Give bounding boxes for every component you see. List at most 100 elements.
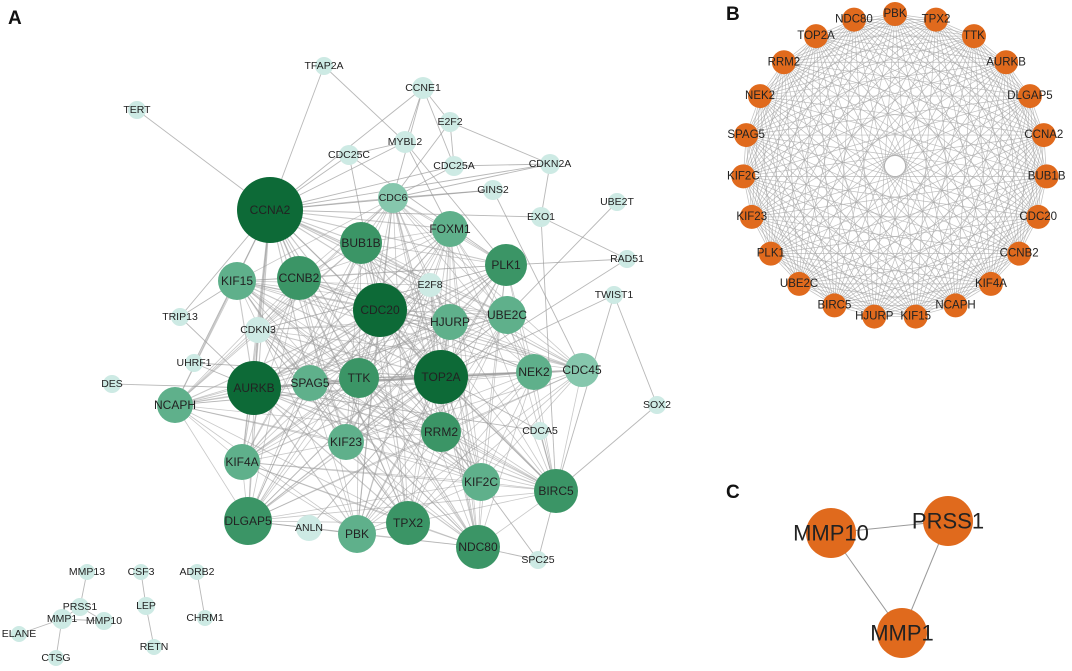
node-b-ttk: TTK	[961, 24, 986, 49]
node-a-ndc80: NDC80	[456, 525, 500, 569]
edge-b-kif23-ndc80	[751, 19, 855, 218]
edge-bub1b-spag5	[309, 242, 362, 384]
edge-b-tpx2-kif4a	[935, 19, 992, 284]
node-a-cdc25c: CDC25C	[328, 145, 370, 165]
edge-cdc6-e2f8	[392, 197, 431, 286]
node-a-dlgap5-circle	[224, 497, 272, 545]
edge-rrm2-ube2c	[440, 314, 508, 433]
edge-b-aurkb-bub1b	[1005, 62, 1047, 177]
node-a-cdc25c-circle	[339, 145, 359, 165]
node-a-cdkn3: CDKN3	[240, 317, 276, 343]
node-a-uhrf1-label: UHRF1	[176, 357, 211, 369]
edge-b-kif4a-ndc80	[853, 19, 992, 285]
node-a-mmp10-circle	[95, 612, 113, 630]
node-a-cdc45: CDC45	[562, 353, 602, 387]
edge-top2a-kif4a	[241, 376, 442, 463]
edge-b-dlgap5-cdc20	[1029, 96, 1039, 217]
edge-bub1b-plk1	[360, 242, 507, 266]
edge-b-tpx2-spag5	[745, 19, 937, 136]
node-a-elane-circle	[11, 626, 27, 642]
edge-b-ccnb2-nek2	[759, 95, 1020, 254]
node-a-cdc25a-label: CDC25A	[433, 160, 474, 172]
edge-cdc20-ncaph	[174, 309, 381, 406]
node-a-elane-label: ELANE	[2, 628, 36, 640]
node-a-kif23-circle	[328, 424, 364, 460]
edge-bub1b-kif23	[345, 242, 362, 443]
node-b-birc5: BIRC5	[818, 293, 852, 318]
node-a-rrm2-label: RRM2	[424, 425, 458, 439]
node-b-top2a: TOP2A	[797, 24, 835, 49]
edge-aurkb-birc5	[253, 387, 557, 492]
node-a-retn-label: RETN	[140, 641, 169, 653]
node-a-trip13-label: TRIP13	[162, 311, 198, 323]
node-a-nek2-circle	[516, 354, 552, 390]
node-a-foxm1-circle	[432, 211, 468, 247]
edge-nek2-kif23	[345, 371, 535, 443]
node-c-prss1-circle	[923, 496, 973, 546]
edge-b-dlgap5-hjurp	[874, 95, 1031, 317]
node-a-ccne1: CCNE1	[405, 77, 441, 99]
node-b-kif4a-circle	[978, 271, 1003, 296]
node-b-pbk-label: PBK	[883, 8, 906, 20]
edge-hjurp-cdc45	[449, 321, 583, 371]
node-a-ttk: TTK	[339, 358, 379, 398]
node-b-nek2: NEK2	[745, 84, 775, 109]
edge-hjurp-kif23	[345, 321, 451, 443]
node-a-birc5: BIRC5	[534, 469, 578, 513]
node-b-ncaph-label: NCAPH	[935, 299, 975, 311]
node-a-exo1-label: EXO1	[527, 211, 555, 223]
edge-bub1b-cdc45	[360, 242, 583, 371]
edge-b-cdc20-birc5	[834, 216, 1039, 306]
node-a-bub1b-circle	[340, 222, 382, 264]
node-b-birc5-circle	[822, 293, 847, 318]
node-a-rad51-label: RAD51	[610, 253, 644, 265]
node-a-ttk-label: TTK	[348, 371, 371, 385]
node-a-ccna2-label: CCNA2	[250, 203, 291, 217]
edge-foxm1-kif4a	[241, 228, 451, 463]
node-a-plk1-label: PLK1	[491, 258, 521, 272]
node-c-mmp10-circle	[806, 508, 856, 558]
node-b-ccna2: CCNA2	[1024, 123, 1063, 148]
node-a-ndc80-label: NDC80	[458, 540, 498, 554]
node-a-adrb2-label: ADRB2	[179, 566, 214, 578]
node-a-ube2t-circle	[608, 193, 626, 211]
edge-b-ccnb2-top2a	[815, 35, 1020, 254]
node-a-anln: ANLN	[295, 515, 323, 541]
node-a-mmp10-label: MMP10	[86, 615, 122, 627]
edge-cdkn2a-cdc6	[392, 163, 551, 199]
edge-b-tpx2-nek2	[759, 19, 937, 97]
edge-b-kif15-ube2c	[798, 283, 916, 317]
edge-kif4a-kif2c	[241, 461, 482, 483]
edge-hjurp-ncaph	[174, 321, 451, 406]
node-a-pbk-circle	[338, 515, 376, 553]
edge-spag5-kif2c	[309, 382, 482, 483]
edge-kif15-ncaph	[174, 280, 238, 406]
edge-b-dlgap5-ncaph	[955, 95, 1031, 306]
node-a-pbk-label: PBK	[345, 527, 369, 541]
node-a-aurkb: AURKB	[227, 361, 281, 415]
node-b-dlgap5-circle	[1017, 84, 1042, 109]
edge-b-cdc20-spag5	[746, 134, 1039, 218]
node-b-dlgap5: DLGAP5	[1007, 84, 1053, 109]
node-b-kif15-label: KIF15	[900, 311, 931, 323]
node-b-ndc80-label: NDC80	[835, 14, 873, 26]
edge-b-ttk-nek2	[759, 35, 975, 97]
edge-b-ccnb2-kif23	[751, 216, 1020, 255]
node-a-ctsg-label: CTSG	[41, 652, 70, 664]
edge-b-dlgap5-top2a	[815, 35, 1031, 97]
node-b-ncaph: NCAPH	[935, 293, 976, 318]
edge-b-kif2c-top2a	[743, 35, 817, 177]
node-a-tpx2: TPX2	[386, 501, 430, 545]
node-a-cdc45-label: CDC45	[562, 363, 602, 377]
edge-b-cdc20-top2a	[815, 35, 1039, 218]
edge-b-spag5-top2a	[745, 35, 817, 136]
node-c-mmp1: MMP1	[870, 608, 934, 658]
node-b-spag5-circle	[734, 123, 759, 148]
node-a-uhrf1-circle	[185, 354, 203, 372]
node-a-lep-label: LEP	[136, 600, 156, 612]
edge-b-cdc20-hjurp	[874, 216, 1039, 317]
edge-rad51-top2a	[440, 258, 628, 378]
node-b-birc5-label: BIRC5	[818, 299, 852, 311]
node-b-kif15: KIF15	[900, 304, 931, 329]
edge-nek2-cdc6	[392, 197, 535, 373]
